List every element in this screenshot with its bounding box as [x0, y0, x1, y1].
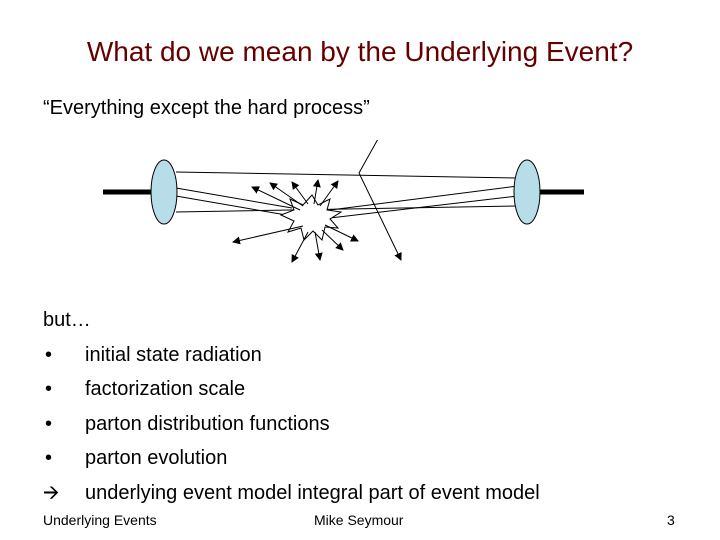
particle-arrow	[233, 226, 303, 242]
slide-subtitle: “Everything except the hard process”	[43, 95, 370, 121]
bullet-marker: •	[45, 338, 81, 373]
lower-remnant-line	[176, 206, 518, 212]
right-parton-line-b	[330, 196, 518, 218]
list-item-text: factorization scale	[85, 372, 245, 407]
footer-author: Mike Seymour	[314, 512, 403, 528]
hard-scatter-starburst	[281, 195, 341, 240]
bullet-marker: •	[45, 407, 81, 442]
slide-title: What do we mean by the Underlying Event?	[0, 34, 720, 70]
arrow-right-icon: 🡪	[43, 476, 79, 511]
list-item: 🡪 underlying event model integral part o…	[43, 476, 703, 511]
list-item-text: parton distribution functions	[85, 407, 330, 442]
list-item: • parton evolution	[43, 441, 703, 476]
list-item-text: parton evolution	[85, 441, 227, 476]
bullet-intro: but…	[43, 303, 703, 338]
bullet-marker: •	[45, 441, 81, 476]
list-item: • parton distribution functions	[43, 407, 703, 442]
footer-title: Underlying Events	[43, 512, 157, 528]
left-parton-line-b	[176, 196, 292, 216]
list-item-text: initial state radiation	[85, 338, 262, 373]
particle-arrow	[322, 230, 343, 250]
page-number: 3	[667, 512, 675, 528]
particle-arrow	[270, 183, 303, 206]
list-item-text: underlying event model integral part of …	[85, 476, 540, 511]
bullet-marker: •	[45, 372, 81, 407]
upper-remnant-line	[176, 172, 518, 178]
left-hadron	[151, 160, 177, 224]
underlying-event-diagram	[95, 140, 595, 270]
hard-process-line	[359, 140, 383, 173]
hard-process-arrow	[359, 173, 401, 260]
right-hadron	[514, 160, 540, 224]
particle-arrow	[325, 225, 358, 241]
bullet-list: but… • initial state radiation • factori…	[43, 303, 703, 510]
list-item: • initial state radiation	[43, 338, 703, 373]
particle-arrow	[292, 232, 308, 262]
particle-arrow	[314, 180, 318, 204]
list-item: • factorization scale	[43, 372, 703, 407]
